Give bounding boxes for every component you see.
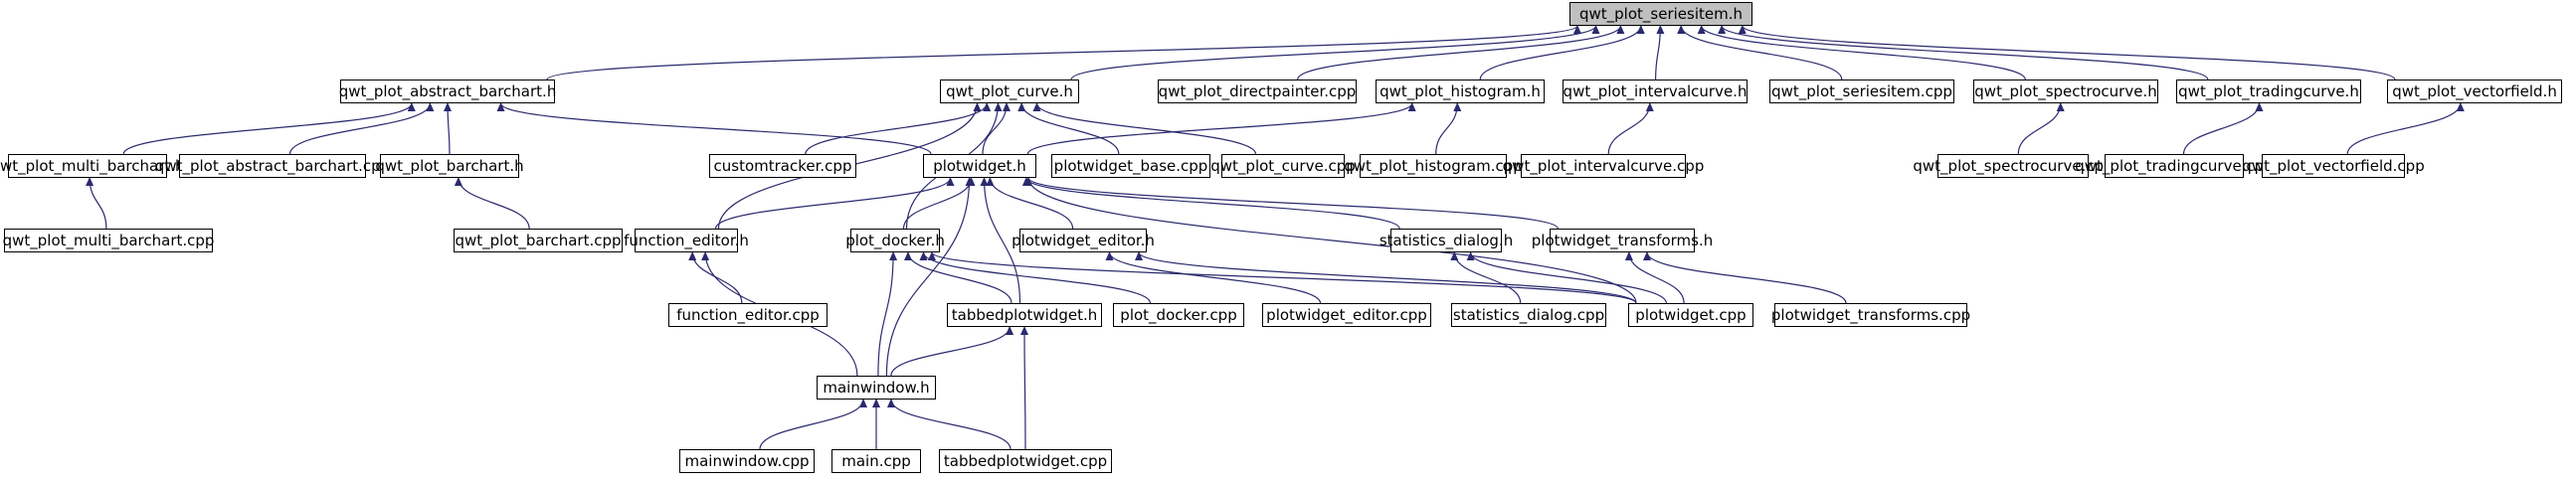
- graph-edge: [902, 177, 976, 230]
- graph-edge: [1070, 25, 1600, 80]
- graph-node[interactable]: plotwidget_editor.h: [1012, 229, 1155, 252]
- graph-node[interactable]: qwt_plot_histogram.h: [1376, 80, 1545, 103]
- graph-edge: [877, 251, 898, 377]
- graph-edge: [1450, 251, 1522, 304]
- graph-node[interactable]: qwt_plot_abstract_barchart.h: [339, 80, 556, 103]
- graph-edge: [904, 251, 1012, 304]
- graph-node[interactable]: plotwidget_base.cpp: [1051, 154, 1210, 178]
- graph-edge: [546, 25, 1581, 80]
- graph-edge: [1024, 177, 1559, 230]
- graph-node[interactable]: tabbedplotwidget.cpp: [939, 449, 1112, 473]
- graph-edge: [1022, 177, 1400, 230]
- graph-node[interactable]: customtracker.cpp: [709, 154, 856, 178]
- graph-node[interactable]: statistics_dialog.h: [1380, 229, 1513, 252]
- graph-edge: [1105, 251, 1322, 304]
- graph-edge: [1297, 25, 1625, 80]
- graph-edge: [2017, 102, 2065, 155]
- graph-edge: [1697, 25, 2026, 80]
- graph-node[interactable]: qwt_plot_seriesitem.h: [1569, 2, 1752, 26]
- graph-node[interactable]: qwt_plot_intervalcurve.cpp: [1503, 154, 1704, 178]
- graph-node[interactable]: plot_docker.h: [845, 229, 945, 252]
- graph-edge: [919, 251, 1152, 304]
- graph-node[interactable]: qwt_plot_barchart.cpp: [454, 229, 623, 252]
- graph-node[interactable]: plotwidget_transforms.h: [1532, 229, 1713, 252]
- graph-node[interactable]: function_editor.h: [624, 229, 749, 252]
- graph-edge: [986, 177, 1074, 230]
- graph-node[interactable]: qwt_plot_intervalcurve.h: [1563, 80, 1748, 103]
- graph-node[interactable]: qwt_plot_tradingcurve.cpp: [2075, 154, 2274, 178]
- graph-node[interactable]: qwt_plot_directpainter.cpp: [1158, 80, 1357, 103]
- graph-node[interactable]: qwt_plot_multi_barchart.cpp: [3, 229, 214, 252]
- graph-edge: [890, 326, 1014, 377]
- graph-edge: [928, 251, 1637, 304]
- graph-node[interactable]: qwt_plot_histogram.cpp: [1344, 154, 1523, 178]
- graph-edge: [496, 102, 932, 155]
- graph-node[interactable]: qwt_plot_spectrocurve.h: [1973, 80, 2158, 103]
- graph-node[interactable]: qwt_plot_tradingcurve.h: [2176, 80, 2361, 103]
- graph-edge: [1032, 102, 1257, 155]
- graph-node[interactable]: mainwindow.h: [817, 376, 936, 400]
- graph-edge: [1643, 251, 1847, 304]
- graph-edge: [982, 102, 1011, 155]
- graph-edge: [980, 177, 1021, 304]
- graph-edge: [289, 102, 435, 155]
- graph-node[interactable]: statistics_dialog.cpp: [1451, 303, 1606, 327]
- graph-node[interactable]: qwt_plot_spectrocurve.cpp: [1913, 154, 2114, 178]
- graph-edge: [887, 399, 1012, 450]
- graph-node[interactable]: plotwidget.h: [923, 154, 1036, 178]
- graph-edge: [122, 102, 416, 155]
- graph-node[interactable]: plotwidget_editor.cpp: [1262, 303, 1431, 327]
- graph-edge: [1435, 102, 1462, 155]
- graph-edge: [1479, 25, 1645, 80]
- graph-node[interactable]: function_editor.cpp: [668, 303, 828, 327]
- graph-node[interactable]: main.cpp: [831, 449, 921, 473]
- graph-edge: [1655, 25, 1665, 80]
- graph-edge: [1624, 251, 1685, 304]
- graph-edge: [86, 177, 107, 230]
- graph-edge: [1718, 25, 2209, 80]
- graph-edge: [1677, 25, 1843, 80]
- graph-node[interactable]: mainwindow.cpp: [679, 449, 815, 473]
- graph-node[interactable]: qwt_plot_multi_barchart.h: [0, 154, 185, 178]
- graph-node[interactable]: qwt_plot_abstract_barchart.cpp: [155, 154, 390, 178]
- graph-edge: [1135, 251, 1637, 304]
- graph-edge: [2346, 102, 2465, 155]
- graph-edge: [1026, 102, 1416, 155]
- graph-node[interactable]: plotwidget.cpp: [1628, 303, 1753, 327]
- graph-edge: [1607, 102, 1654, 155]
- graph-edge: [1466, 251, 1667, 304]
- graph-edge: [1020, 326, 1029, 450]
- graph-node[interactable]: qwt_plot_barchart.h: [375, 154, 524, 178]
- graph-edge: [444, 102, 453, 155]
- graph-node[interactable]: qwt_plot_curve.cpp: [1210, 154, 1356, 178]
- graph-edge: [688, 251, 743, 304]
- graph-edge: [805, 102, 992, 155]
- graph-edge: [454, 177, 530, 230]
- graph-edge: [1024, 177, 1637, 304]
- graph-node[interactable]: qwt_plot_vectorfield.cpp: [2242, 154, 2425, 178]
- graph-node[interactable]: plot_docker.cpp: [1113, 303, 1244, 327]
- graph-edge: [759, 399, 867, 450]
- graph-edge: [1738, 25, 2396, 80]
- graph-node[interactable]: qwt_plot_vectorfield.h: [2387, 80, 2562, 103]
- graph-edge: [2182, 102, 2264, 155]
- graph-node[interactable]: qwt_plot_seriesitem.cpp: [1769, 80, 1954, 103]
- graph-edge: [885, 177, 974, 377]
- graph-edge: [714, 177, 955, 230]
- graph-node[interactable]: qwt_plot_curve.h: [940, 80, 1079, 103]
- graph-node[interactable]: plotwidget_transforms.cpp: [1771, 303, 1970, 327]
- graph-node[interactable]: tabbedplotwidget.h: [947, 303, 1102, 327]
- graph-edge: [1017, 102, 1120, 155]
